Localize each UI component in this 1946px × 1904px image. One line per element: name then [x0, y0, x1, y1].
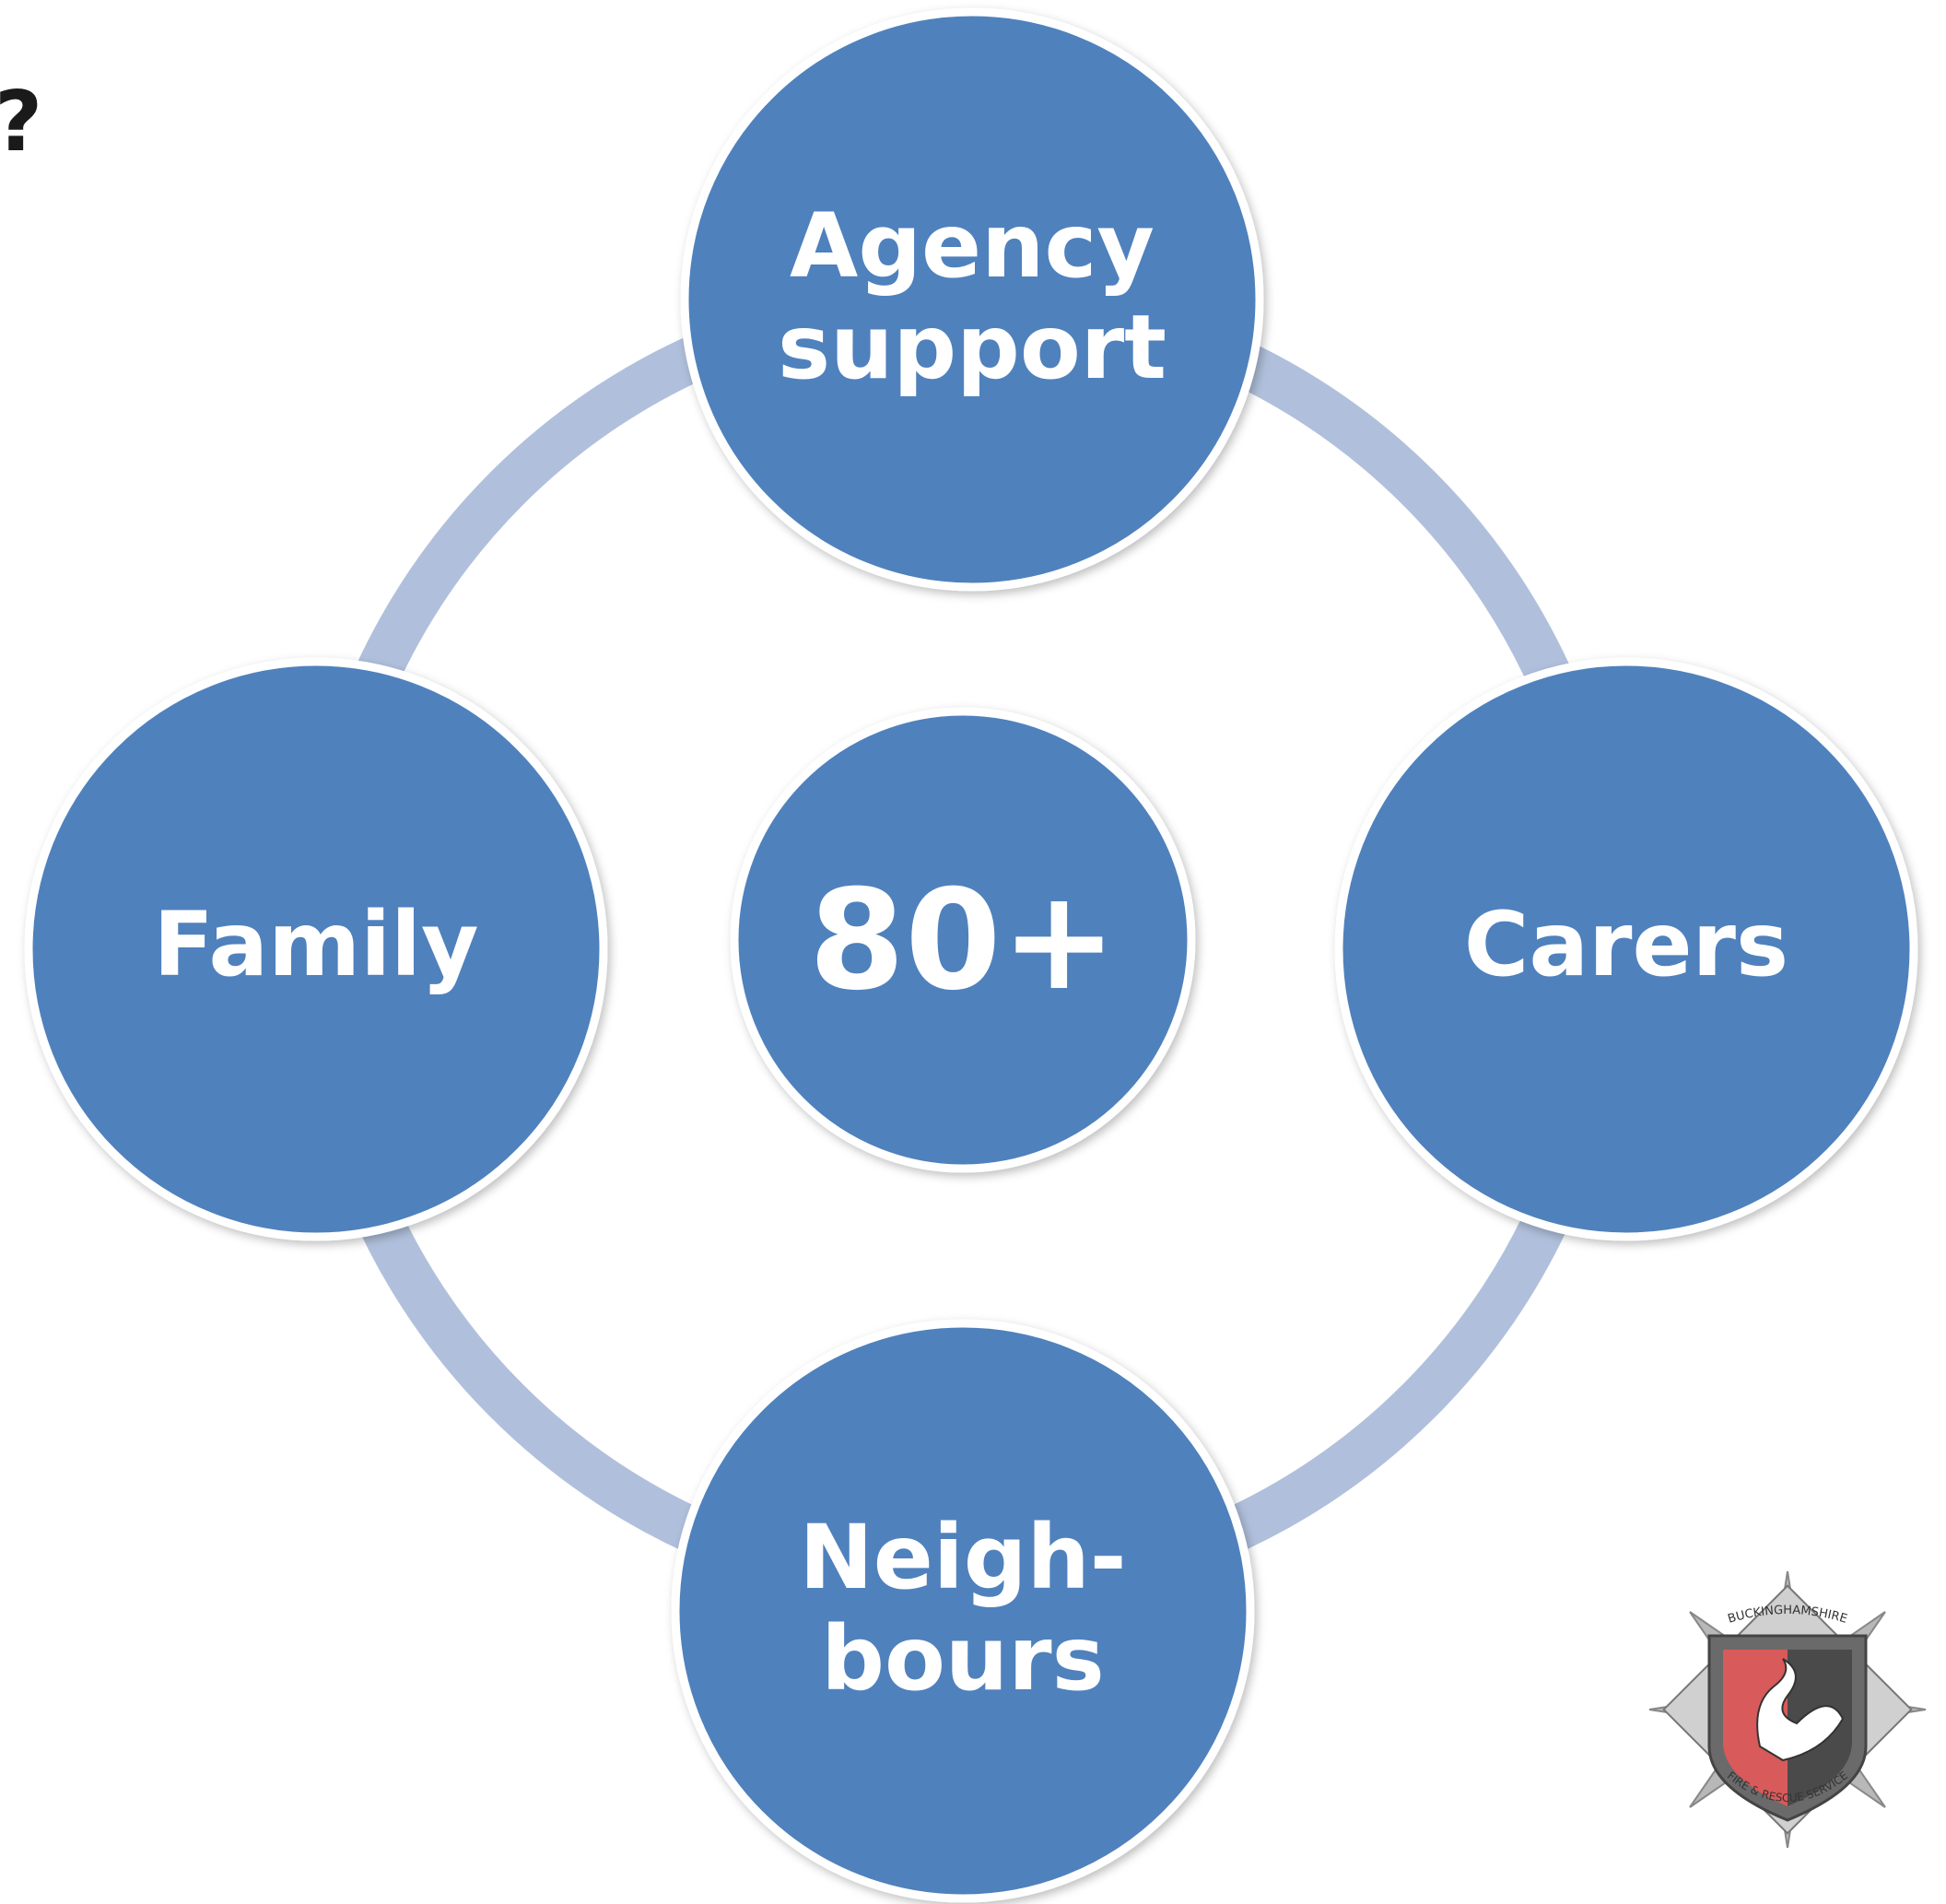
- node-neighbours-line-1: Neigh-: [799, 1506, 1126, 1609]
- node-neighbours: Neigh- bours: [671, 1319, 1255, 1903]
- node-agency-line-1: Agency: [790, 194, 1155, 298]
- center-label: 80+: [809, 861, 1117, 1021]
- node-agency-line-2: support: [778, 296, 1166, 399]
- node-neighbours-line-2: bours: [821, 1607, 1105, 1710]
- partial-heading-text: ?: [0, 81, 42, 164]
- node-center: 80+: [730, 707, 1196, 1173]
- fire-rescue-crest-logo: BUCKINGHAMSHIRE FIRE & RESCUE SERVICE: [1648, 1570, 1927, 1849]
- node-family: Family: [24, 657, 608, 1241]
- node-carers: Carers: [1334, 657, 1918, 1241]
- node-family-label: Family: [153, 893, 478, 996]
- shield-icon: [1707, 1634, 1868, 1822]
- node-agency-support: Agency support: [680, 7, 1264, 592]
- node-carers-label: Carers: [1464, 893, 1788, 996]
